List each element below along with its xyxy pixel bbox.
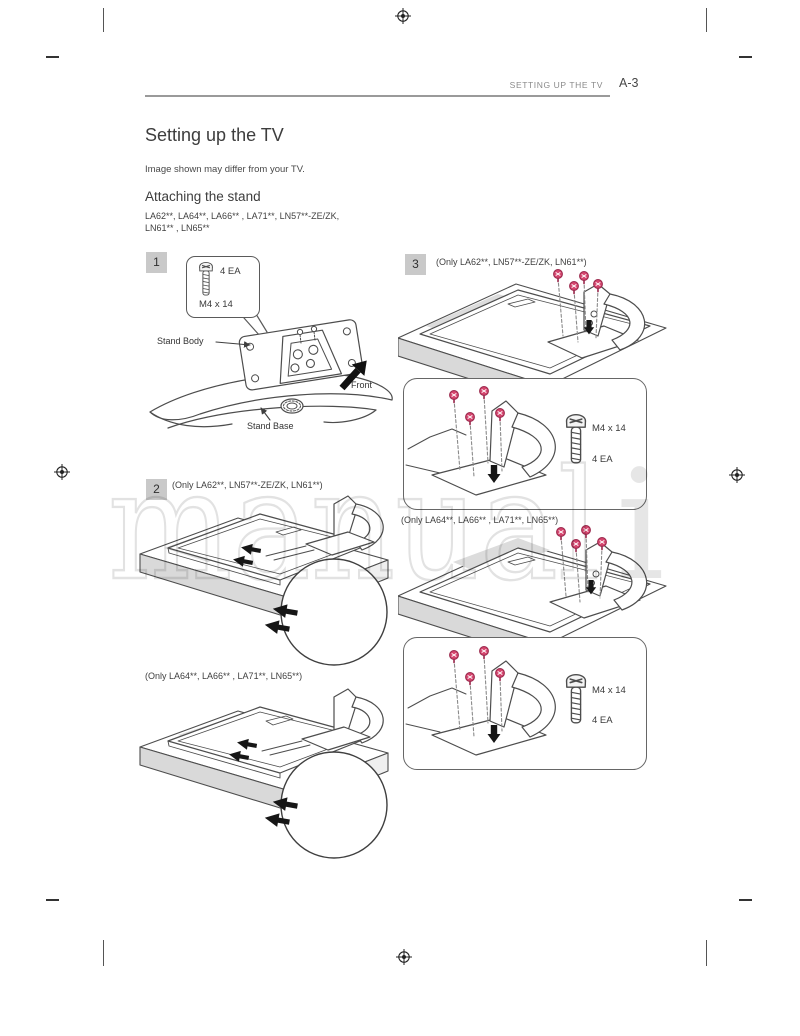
step1-diagram-illustration	[149, 313, 393, 429]
step3-callout-b-illustration	[405, 645, 587, 756]
registration-mark-icon-top	[394, 7, 412, 25]
registration-mark-icon-right	[728, 466, 746, 484]
crop-mark-bottom-right	[706, 940, 707, 966]
step3-callout-a-illustration	[405, 385, 587, 496]
step3-callout-a-screw-qty: 4 EA	[592, 454, 613, 465]
step3-screw-callout-a: M4 x 14 4 EA	[403, 378, 647, 510]
step3-badge: 3	[405, 254, 426, 275]
crop-mark-dash-right-bottom	[739, 899, 752, 901]
step1-screw-size: M4 x 14	[199, 299, 233, 310]
stand-body-label: Stand Body	[157, 336, 204, 346]
crop-mark-top-right	[706, 8, 707, 32]
front-label: Front	[351, 380, 373, 390]
page-number: A-3	[619, 76, 639, 90]
step2-number: 2	[153, 482, 160, 496]
step2-diagram-b-illustration	[139, 688, 400, 859]
step3-variant-a-label: (Only LA62**, LN57**-ZE/ZK, LN61**)	[436, 257, 587, 267]
step1-number: 1	[153, 255, 160, 269]
step1-screw-callout: 4 EA M4 x 14	[186, 256, 260, 318]
step1-badge: 1	[146, 252, 167, 273]
crop-mark-bottom-left	[103, 940, 104, 966]
crop-mark-top-left	[103, 8, 104, 32]
step2-variant-a-label: (Only LA62**, LN57**-ZE/ZK, LN61**)	[172, 480, 323, 490]
machine-screw-icon	[199, 261, 213, 296]
crop-mark-dash-left-bottom	[46, 899, 59, 901]
step3-callout-b-screw-size: M4 x 14	[592, 685, 626, 696]
model-list-line2: LN61** , LN65**	[145, 223, 210, 233]
crop-mark-dash-left-top	[46, 56, 59, 58]
stand-base-label: Stand Base	[247, 421, 294, 431]
header-section-label: SETTING UP THE TV	[509, 80, 603, 90]
step3-callout-a-screw-size: M4 x 14	[592, 423, 626, 434]
step3-screw-callout-b: M4 x 14 4 EA	[403, 637, 647, 770]
step2-badge: 2	[146, 479, 167, 500]
step3-callout-b-screw-qty: 4 EA	[592, 715, 613, 726]
registration-mark-icon-left	[53, 463, 71, 481]
step3-diagram-a-illustration	[398, 268, 667, 404]
model-list-line1: LA62**, LA64**, LA66** , LA71**, LN57**-…	[145, 211, 340, 221]
image-disclaimer-note: Image shown may differ from your TV.	[145, 164, 305, 175]
step1-screw-qty: 4 EA	[220, 266, 241, 277]
step3-number: 3	[412, 257, 419, 271]
page-title: Setting up the TV	[145, 125, 284, 145]
step2-diagram-a-illustration	[139, 495, 400, 666]
step3-variant-b-label: (Only LA64**, LA66** , LA71**, LN65**)	[401, 515, 559, 525]
header-divider	[145, 95, 610, 97]
crop-mark-dash-right-top	[739, 56, 752, 58]
step2-variant-b-label: (Only LA64**, LA66** , LA71**, LN65**)	[145, 671, 303, 681]
section-heading: Attaching the stand	[145, 189, 261, 204]
registration-mark-icon-bottom	[395, 948, 413, 966]
